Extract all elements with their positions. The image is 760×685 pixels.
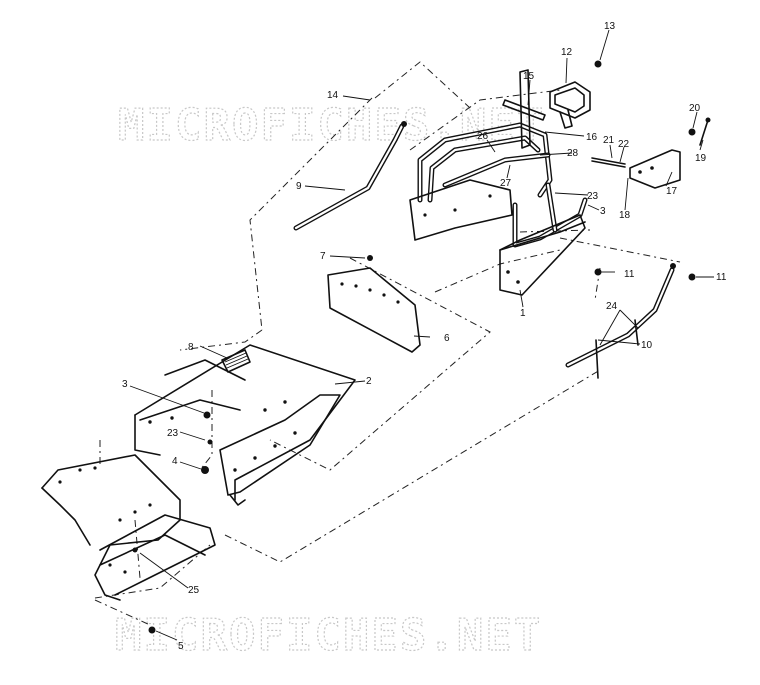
callout-7: 7 xyxy=(320,251,326,262)
tail-light-assembly xyxy=(502,60,602,149)
callout-11-right: 11 xyxy=(716,272,727,283)
front-tunnel-section xyxy=(41,454,216,634)
callout-27: 27 xyxy=(500,178,512,189)
callout-16: 16 xyxy=(586,132,598,143)
callout-22: 22 xyxy=(618,139,630,150)
callout-23-left: 23 xyxy=(167,428,179,439)
callout-12: 12 xyxy=(561,47,573,58)
part-1-bracket-plate xyxy=(499,214,586,296)
callout-10: 10 xyxy=(641,340,653,351)
callout-6: 6 xyxy=(444,333,450,344)
part-8-label xyxy=(221,349,251,373)
callout-8: 8 xyxy=(188,342,194,353)
callout-25: 25 xyxy=(188,585,200,596)
callout-11-center: 11 xyxy=(624,269,635,280)
watermark-bottom: MICROFICHES.NET xyxy=(115,610,542,661)
callout-28: 28 xyxy=(567,148,579,159)
callout-19: 19 xyxy=(695,153,707,164)
callout-14: 14 xyxy=(327,90,339,101)
part-2-rear-frame-extension xyxy=(134,344,356,506)
callout-23-right: 23 xyxy=(587,191,599,202)
callout-18: 18 xyxy=(619,210,631,221)
callout-4: 4 xyxy=(172,456,178,467)
callout-3-left: 3 xyxy=(122,379,128,390)
callout-5: 5 xyxy=(178,641,184,652)
leader-lines xyxy=(129,29,714,641)
callout-21: 21 xyxy=(603,135,615,146)
callout-3-right: 3 xyxy=(600,206,606,217)
callout-2: 2 xyxy=(366,376,372,387)
callout-labels: 1 2 3 3 4 5 6 7 8 9 10 11 11 12 13 14 15… xyxy=(122,21,727,652)
callout-13: 13 xyxy=(604,21,616,32)
part-6-mud-flap xyxy=(327,255,421,353)
callout-20: 20 xyxy=(689,103,701,114)
part-9-grab-rod xyxy=(293,121,407,231)
callout-17: 17 xyxy=(666,186,678,197)
callout-9: 9 xyxy=(296,181,302,192)
callout-26: 26 xyxy=(477,131,489,142)
watermark-top: MICROFICHES.NET xyxy=(118,100,545,151)
callout-1: 1 xyxy=(520,308,526,319)
callout-24: 24 xyxy=(606,301,618,312)
callout-15: 15 xyxy=(523,71,535,82)
part-10-side-rod xyxy=(565,263,696,379)
hitch-bracket-assembly xyxy=(591,117,711,189)
